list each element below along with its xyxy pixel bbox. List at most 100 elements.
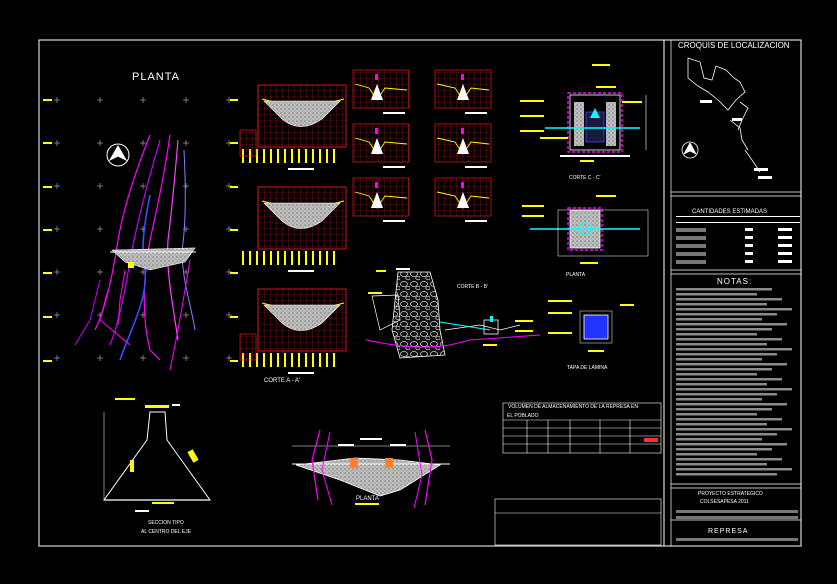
- note-line: [676, 443, 787, 446]
- profile-grids: [352, 69, 492, 222]
- profile-structure: [371, 84, 383, 100]
- note-line: [676, 378, 782, 381]
- note-line: [676, 458, 782, 461]
- section-side-grid: [239, 333, 257, 361]
- profile-structure: [457, 138, 469, 154]
- corte-aa-title: CORTE A - A': [264, 378, 301, 384]
- station-label: [277, 251, 279, 265]
- station-label: [305, 353, 307, 367]
- section-caption: [288, 372, 314, 374]
- plan-dam-body: [110, 247, 196, 271]
- note-line: [676, 398, 762, 401]
- profile-caption: [465, 166, 487, 168]
- dam-section: [263, 202, 341, 229]
- station-label: [270, 149, 272, 163]
- note-line: [676, 313, 777, 316]
- note-line: [676, 423, 767, 426]
- station-label: [256, 251, 258, 265]
- lid-drawing: [548, 300, 634, 352]
- station-label: [298, 353, 300, 367]
- notes-text-block: [676, 288, 792, 476]
- lid-title: TAPA DE LAMINA: [567, 365, 608, 371]
- station-label: [270, 251, 272, 265]
- drawing-name: REPRESA: [708, 528, 749, 535]
- profile-marker: [375, 128, 378, 134]
- bottom-plan-drawing: [292, 429, 450, 509]
- station-label: [291, 149, 293, 163]
- note-line: [676, 428, 792, 431]
- station-label: [263, 353, 265, 367]
- station-label: [263, 149, 265, 163]
- profile-marker: [461, 182, 464, 188]
- note-line: [676, 408, 772, 411]
- section-caption: [288, 270, 314, 272]
- station-label: [319, 353, 321, 367]
- project-subtitle: COLSESAPESA 2011: [700, 499, 749, 505]
- profile-caption: [383, 166, 405, 168]
- quantities-title: CANTIDADES ESTIMADAS: [692, 209, 768, 215]
- note-line: [676, 328, 772, 331]
- station-label: [298, 149, 300, 163]
- note-line: [676, 413, 757, 416]
- corte-cc-drawing: [520, 64, 647, 162]
- section-caption: [288, 168, 314, 170]
- station-label: [312, 149, 314, 163]
- note-line: [676, 403, 787, 406]
- station-label: [326, 251, 328, 265]
- station-label: [305, 251, 307, 265]
- note-line: [676, 348, 792, 351]
- dam-section: [263, 100, 341, 127]
- station-label: [312, 251, 314, 265]
- note-line: [676, 288, 772, 291]
- station-label: [333, 149, 335, 163]
- note-line: [676, 323, 787, 326]
- station-label: [242, 251, 244, 265]
- note-line: [676, 298, 782, 301]
- corte-aa-sections: [239, 84, 347, 374]
- note-line: [676, 463, 767, 466]
- station-label: [284, 251, 286, 265]
- station-label: [277, 149, 279, 163]
- box-plan-title: PLANTA: [566, 272, 586, 278]
- station-label: [326, 149, 328, 163]
- station-label: [263, 251, 265, 265]
- note-line: [676, 418, 782, 421]
- station-label: [298, 251, 300, 265]
- bottom-plan-title: PLANTA: [356, 496, 379, 502]
- station-label: [256, 353, 258, 367]
- note-line: [676, 468, 792, 471]
- notes-title: NOTAS:: [717, 277, 753, 286]
- profile-caption: [465, 220, 487, 222]
- quantities-table: [676, 216, 800, 264]
- note-line: [676, 388, 792, 391]
- dam-section: [263, 304, 341, 331]
- note-line: [676, 338, 782, 341]
- volume-table: [502, 402, 662, 454]
- note-line: [676, 353, 777, 356]
- profile-marker: [375, 74, 378, 80]
- note-line: [676, 368, 772, 371]
- location-sketch-map: [681, 57, 772, 179]
- plan-crosshair-grid: [54, 97, 232, 361]
- station-label: [333, 251, 335, 265]
- profile-caption: [465, 112, 487, 114]
- title-block: [676, 510, 798, 541]
- note-line: [676, 343, 767, 346]
- seccion-tipo-drawing: [103, 398, 211, 512]
- corte-cc-title: CORTE C - C': [569, 175, 601, 181]
- plan-title: PLANTA: [132, 71, 180, 83]
- station-label: [284, 353, 286, 367]
- corte-bb-title: CORTE B - B': [457, 284, 488, 290]
- station-label: [326, 353, 328, 367]
- note-line: [676, 453, 757, 456]
- note-line: [676, 318, 762, 321]
- station-label: [277, 353, 279, 367]
- station-label: [270, 353, 272, 367]
- project-title: PROYECTO ESTRATEGICO: [698, 491, 763, 497]
- station-label: [319, 149, 321, 163]
- note-line: [676, 433, 777, 436]
- note-line: [676, 438, 762, 441]
- note-line: [676, 363, 787, 366]
- station-label: [256, 149, 258, 163]
